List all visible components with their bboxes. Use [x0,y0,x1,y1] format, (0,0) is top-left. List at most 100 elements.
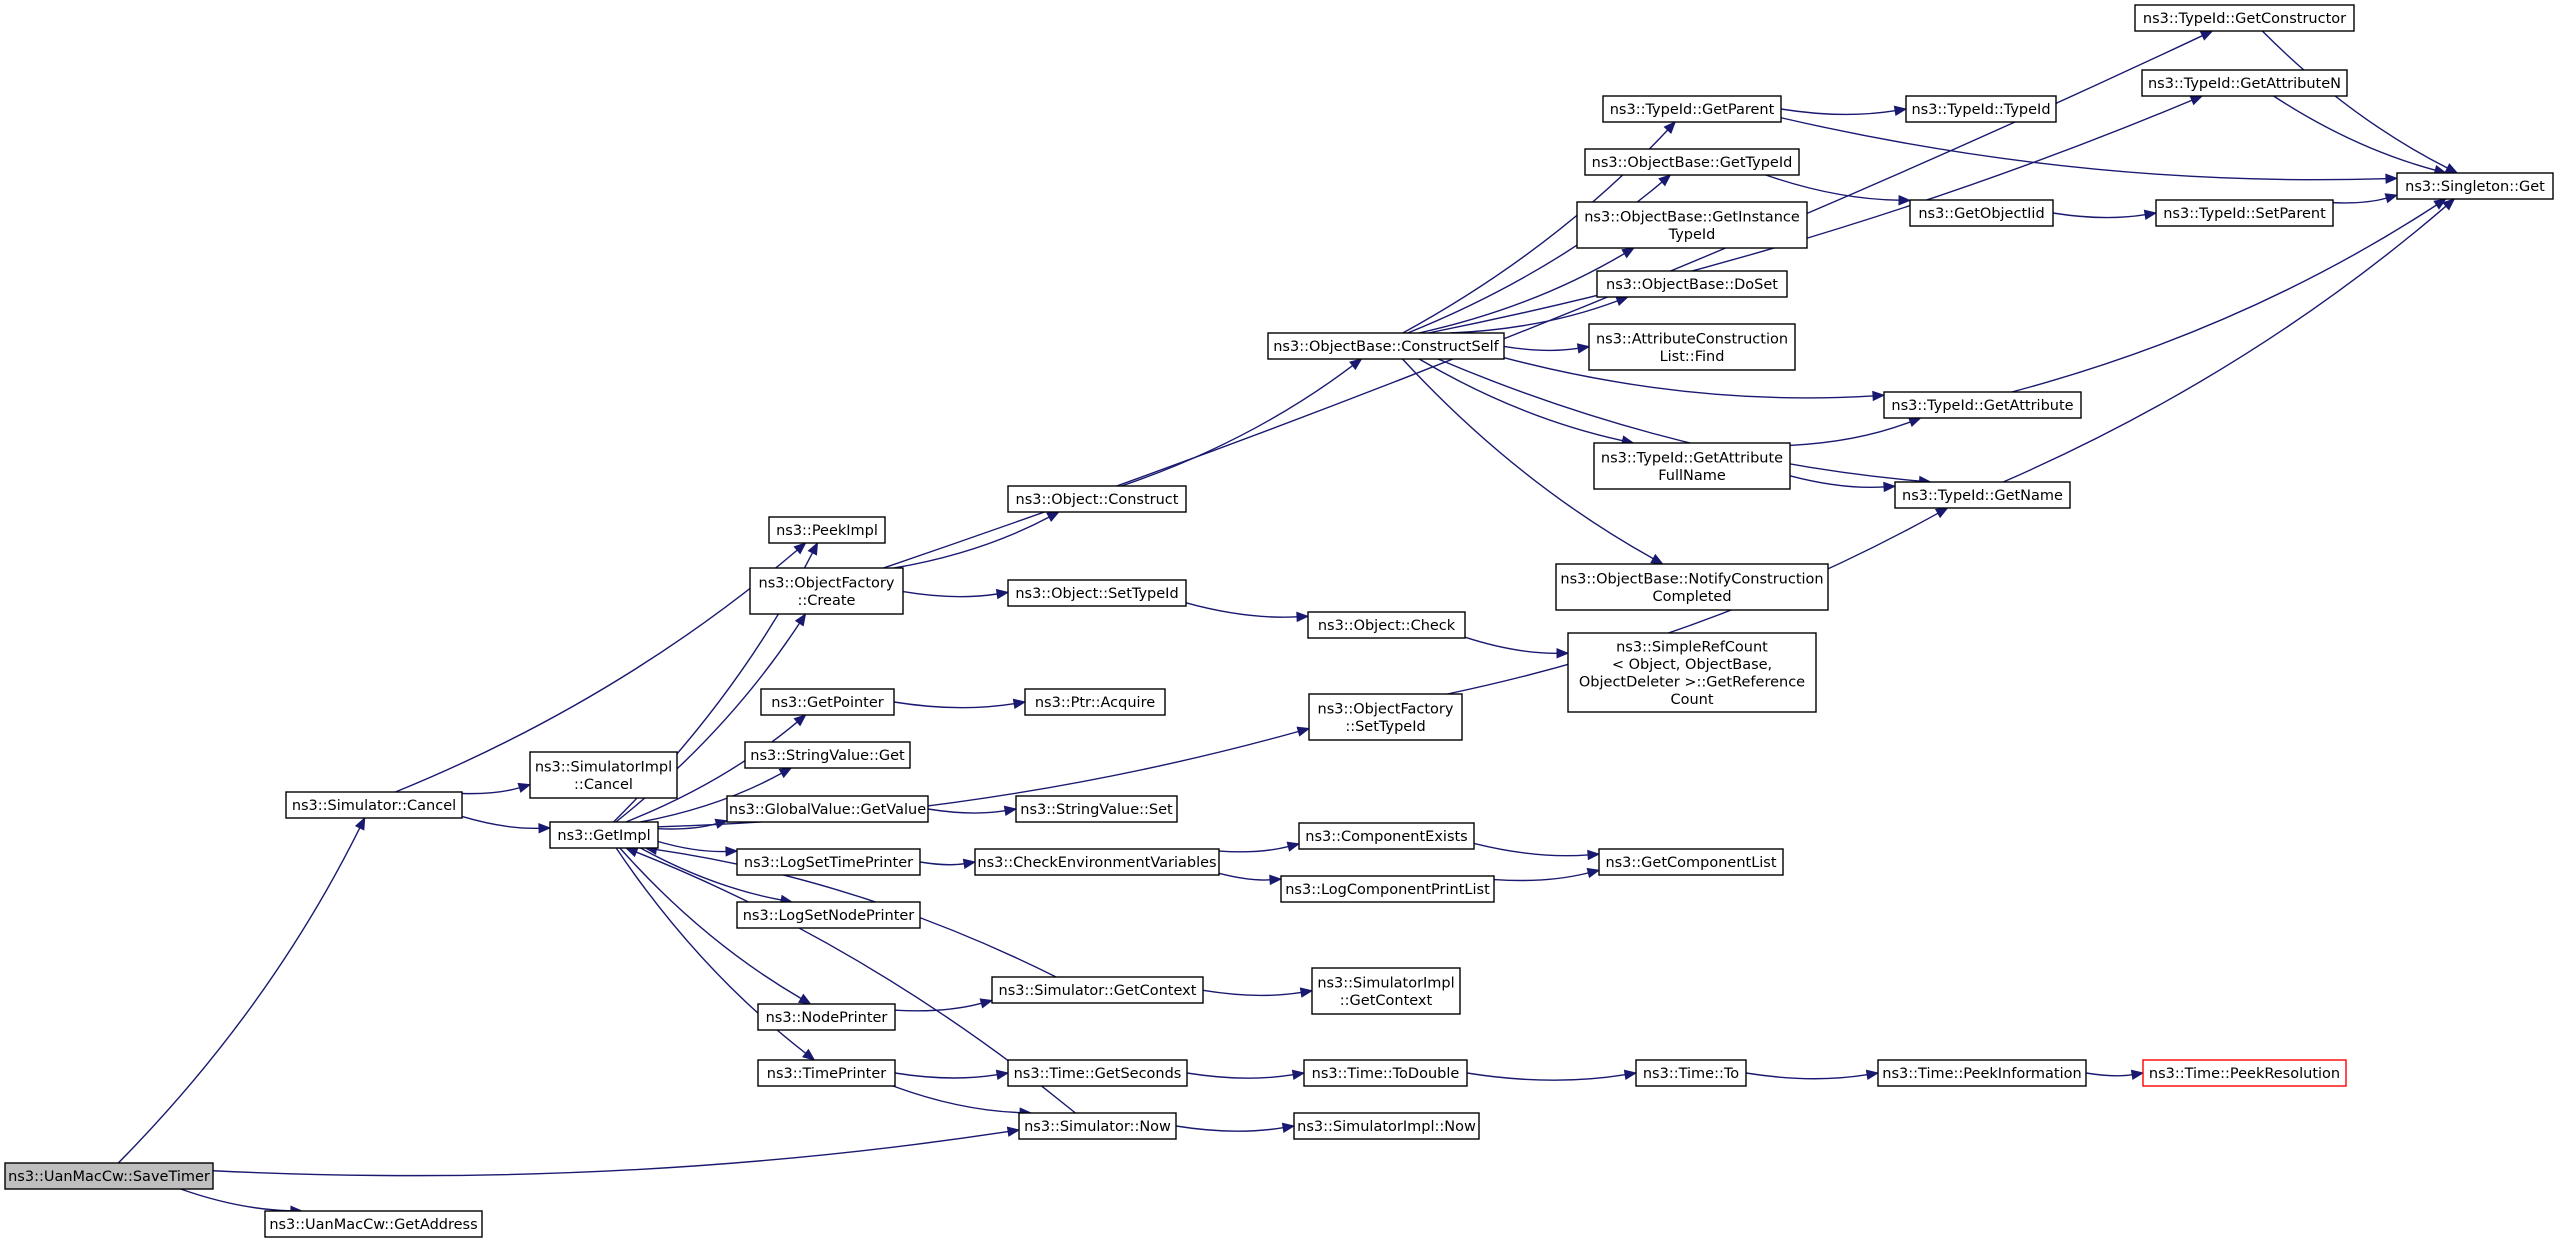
node-srefcount[interactable]: ns3::SimpleRefCount< Object, ObjectBase,… [1567,632,1817,713]
node-get-comp-list[interactable]: ns3::GetComponentList [1598,848,1784,876]
node-get-pointer[interactable]: ns3::GetPointer [760,688,895,716]
node-check-env[interactable]: ns3::CheckEnvironmentVariables [974,848,1220,876]
node-label: ns3::GetPointer [771,695,884,711]
node-time-printer[interactable]: ns3::TimePrinter [757,1059,896,1087]
node-sim-getcontext[interactable]: ns3::Simulator::GetContext [991,976,1204,1004]
node-save-timer[interactable]: ns3::UanMacCw::SaveTimer [4,1162,214,1190]
node-get-address[interactable]: ns3::UanMacCw::GetAddress [264,1210,483,1238]
node-box [2142,1059,2347,1087]
node-simimpl-now[interactable]: ns3::SimulatorImpl::Now [1293,1112,1480,1140]
node-comp-exists[interactable]: ns3::ComponentExists [1298,822,1475,850]
node-simimpl-cancel[interactable]: ns3::SimulatorImpl::Cancel [529,751,678,799]
node-box [1308,693,1463,741]
node-box [264,1210,483,1238]
node-tid-getconstructor[interactable]: ns3::TypeId::GetConstructor [2134,4,2355,32]
node-get-impl[interactable]: ns3::GetImpl [549,821,659,849]
node-log-setnode[interactable]: ns3::LogSetNodePrinter [736,901,921,929]
node-node-printer[interactable]: ns3::NodePrinter [757,1003,896,1031]
node-strval-get[interactable]: ns3::StringValue::Get [744,741,911,769]
node-simimpl-getcontext[interactable]: ns3::SimulatorImpl::GetContext [1311,967,1461,1015]
edge-arrowhead [1883,481,1897,493]
node-label: ObjectDeleter >::GetReference [1579,674,1805,690]
node-time-getseconds[interactable]: ns3::Time::GetSeconds [1007,1059,1188,1087]
node-tid-getparent[interactable]: ns3::TypeId::GetParent [1602,95,1782,123]
node-ob-gettypeid[interactable]: ns3::ObjectBase::GetTypeId [1584,148,1800,176]
node-tid-getattr[interactable]: ns3::TypeId::GetAttribute [1883,391,2082,419]
edge-time_todouble-to-time_to [1466,1069,1638,1081]
edge-line [1765,174,1900,201]
edge-arrowhead [1615,296,1630,306]
node-obj-construct[interactable]: ns3::Object::Construct [1007,485,1187,513]
edge-log_comp_print-to-get_comp_list [1493,867,1601,882]
node-box [1307,611,1466,639]
node-ob-notify[interactable]: ns3::ObjectBase::NotifyConstructionCompl… [1555,563,1829,611]
node-ptr-acquire[interactable]: ns3::Ptr::Acquire [1024,688,1166,716]
edge-obj_settypeid-to-obj_check [1185,602,1310,623]
node-box [1007,1059,1188,1087]
edge-gv_getvalue-to-strval_set [927,805,1018,816]
node-tid-getattrn[interactable]: ns3::TypeId::GetAttributeN [2141,69,2348,97]
edge-time_printer-to-time_getseconds [894,1069,1010,1080]
node-box [529,751,678,799]
edge-line [1473,842,1589,857]
edge-arrowhead [1621,247,1635,259]
node-box [1593,442,1791,490]
edge-line [1418,358,1623,442]
edge-ob_constructself-to-ob_notify [1401,358,1664,565]
edge-arrowhead [1872,390,1886,402]
node-label: ns3::Object::Construct [1016,492,1179,508]
node-obj-settypeid[interactable]: ns3::Object::SetTypeId [1007,579,1187,607]
edge-tid_getattrfull-to-tid_getattr [1789,417,1922,447]
node-box [726,795,929,823]
edge-arrowhead [778,767,793,779]
edge-arrowhead [2433,198,2447,210]
node-label: < Object, ObjectBase, [1612,657,1772,673]
node-strval-set[interactable]: ns3::StringValue::Set [1015,795,1178,823]
node-time-todouble[interactable]: ns3::Time::ToDouble [1303,1059,1468,1087]
node-label: ns3::TimePrinter [767,1066,887,1082]
node-gv-getvalue[interactable]: ns3::GlobalValue::GetValue [726,795,929,823]
edge-line [1185,602,1298,618]
edge-get_impl-to-get_pointer [625,714,807,823]
node-box [1602,95,1782,123]
node-box [1267,332,1505,360]
edge-arrowhead [1296,611,1310,623]
edge-line [1503,356,1874,399]
node-label: List::Find [1660,349,1725,365]
node-label: ns3::TypeId::SetParent [2163,206,2326,222]
node-time-peekinfo[interactable]: ns3::Time::PeekInformation [1877,1059,2087,1087]
edge-arrowhead [962,858,977,869]
node-log-comp-print[interactable]: ns3::LogComponentPrintList [1280,875,1495,903]
edge-arrowhead [1291,1069,1306,1080]
edge-arrowhead [1934,507,1949,519]
node-sim-now[interactable]: ns3::Simulator::Now [1018,1112,1177,1140]
node-obj-check[interactable]: ns3::Object::Check [1307,611,1466,639]
node-tid-typeid[interactable]: ns3::TypeId::TypeId [1905,95,2057,123]
node-box [1007,485,1187,513]
node-of-create[interactable]: ns3::ObjectFactory::Create [749,567,904,615]
edge-arrowhead [2384,193,2399,204]
node-get-objectiid[interactable]: ns3::GetObjectIid [1909,199,2054,227]
node-ob-constructself[interactable]: ns3::ObjectBase::ConstructSelf [1267,332,1505,360]
node-label: ns3::Time::ToDouble [1312,1066,1460,1082]
node-label: ns3::TypeId::GetAttribute [1891,398,2073,414]
node-singleton-get[interactable]: ns3::Singleton::Get [2396,172,2554,200]
node-tid-setparent[interactable]: ns3::TypeId::SetParent [2155,199,2334,227]
edge-arrowhead [1556,648,1570,659]
node-log-settime[interactable]: ns3::LogSetTimePrinter [736,848,921,876]
node-peek-impl[interactable]: ns3::PeekImpl [768,516,886,544]
node-tid-getname[interactable]: ns3::TypeId::GetName [1894,481,2071,509]
node-time-to[interactable]: ns3::Time::To [1635,1059,1747,1087]
node-box [1905,95,2057,123]
edge-tid_setparent-to-singleton_get [2332,193,2399,204]
node-label: ns3::Simulator::Cancel [292,798,456,814]
edge-check_env-to-comp_exists [1218,841,1301,853]
node-box [1024,688,1166,716]
node-time-peekres[interactable]: ns3::Time::PeekResolution [2142,1059,2347,1087]
node-ob-doset[interactable]: ns3::ObjectBase::DoSet [1596,270,1788,298]
node-sim-cancel[interactable]: ns3::Simulator::Cancel [285,791,463,819]
node-of-settypeid[interactable]: ns3::ObjectFactory::SetTypeId [1308,693,1463,741]
